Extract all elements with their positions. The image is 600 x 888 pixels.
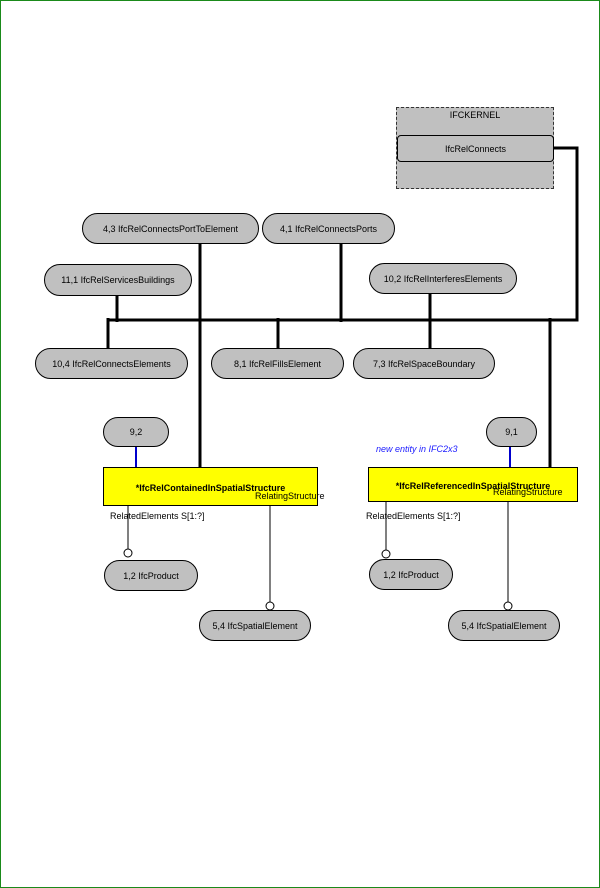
pill-ifcspatialelement-right[interactable]: 5,4 IfcSpatialElement (448, 610, 560, 641)
pill-ifcspatialelement-left[interactable]: 5,4 IfcSpatialElement (199, 610, 311, 641)
attr-end-relating-left (265, 601, 275, 611)
pill-ifcrelconnectsports[interactable]: 4,1 IfcRelConnectsPorts (262, 213, 395, 244)
pill-ifcrelconnectselements[interactable]: 10,4 IfcRelConnectsElements (35, 348, 188, 379)
schema-ifckernel-box: IFCKERNEL IfcRelConnects (396, 107, 554, 189)
entity-title-referenced: *IfcRelReferencedInSpatialStructure (395, 481, 551, 491)
attr-end-related-right (381, 549, 391, 559)
attr-end-relating-right (503, 601, 513, 611)
note-new-entity: new entity in IFC2x3 (376, 444, 458, 454)
pill-ifcrelfillselement[interactable]: 8,1 IfcRelFillsElement (211, 348, 344, 379)
pill-ref-9-2[interactable]: 9,2 (103, 417, 169, 447)
schema-title: IFCKERNEL (449, 110, 501, 120)
pill-ifcproduct-right[interactable]: 1,2 IfcProduct (369, 559, 453, 590)
pill-ifcrelservicesbuildings[interactable]: 11,1 IfcRelServicesBuildings (44, 264, 192, 296)
pill-ifcrelspaceboundary[interactable]: 7,3 IfcRelSpaceBoundary (353, 348, 495, 379)
entity-title-contained: *IfcRelContainedInSpatialStructure (135, 483, 286, 493)
pill-ref-9-1[interactable]: 9,1 (486, 417, 537, 447)
entity-ifcrelreferencedinspatialstructure[interactable]: *IfcRelReferencedInSpatialStructure Rela… (368, 467, 578, 502)
related-elements-label-right: RelatedElements S[1:?] (366, 511, 461, 521)
relating-structure-label-right: RelatingStructure (493, 487, 563, 497)
pill-ifcproduct-left[interactable]: 1,2 IfcProduct (104, 560, 198, 591)
entity-ifcrelcontainedinspatialstructure[interactable]: *IfcRelContainedInSpatialStructure Relat… (103, 467, 325, 506)
pill-ifcrelconnectsporttoelement[interactable]: 4,3 IfcRelConnectsPortToElement (82, 213, 259, 244)
entity-ifcrelconnects[interactable]: IfcRelConnects (397, 135, 554, 162)
attr-end-related-left (123, 548, 133, 558)
pill-ifcrelinterfereselements[interactable]: 10,2 IfcRelInterferesElements (369, 263, 517, 294)
related-elements-label-left: RelatedElements S[1:?] (110, 511, 205, 521)
relating-structure-label-left: RelatingStructure (255, 491, 325, 501)
